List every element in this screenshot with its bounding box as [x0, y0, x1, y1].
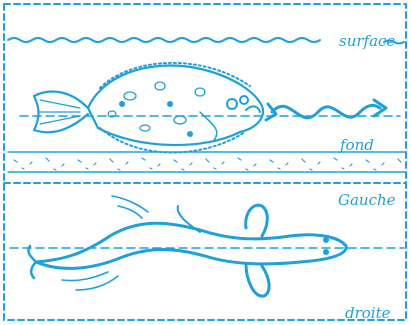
label-droite: droite — [345, 304, 391, 322]
motion-arrow-side — [266, 100, 386, 120]
surface-wave-line — [8, 38, 320, 42]
motion-lines-bottom — [62, 196, 148, 290]
label-gauche: Gauche — [338, 191, 396, 209]
label-fond: fond — [339, 136, 374, 154]
flounder-side-view — [34, 63, 263, 153]
fish-top-view — [28, 205, 346, 296]
label-surface: surface — [339, 32, 395, 50]
seabed-sediment — [14, 158, 401, 170]
outer-frame — [4, 4, 406, 320]
